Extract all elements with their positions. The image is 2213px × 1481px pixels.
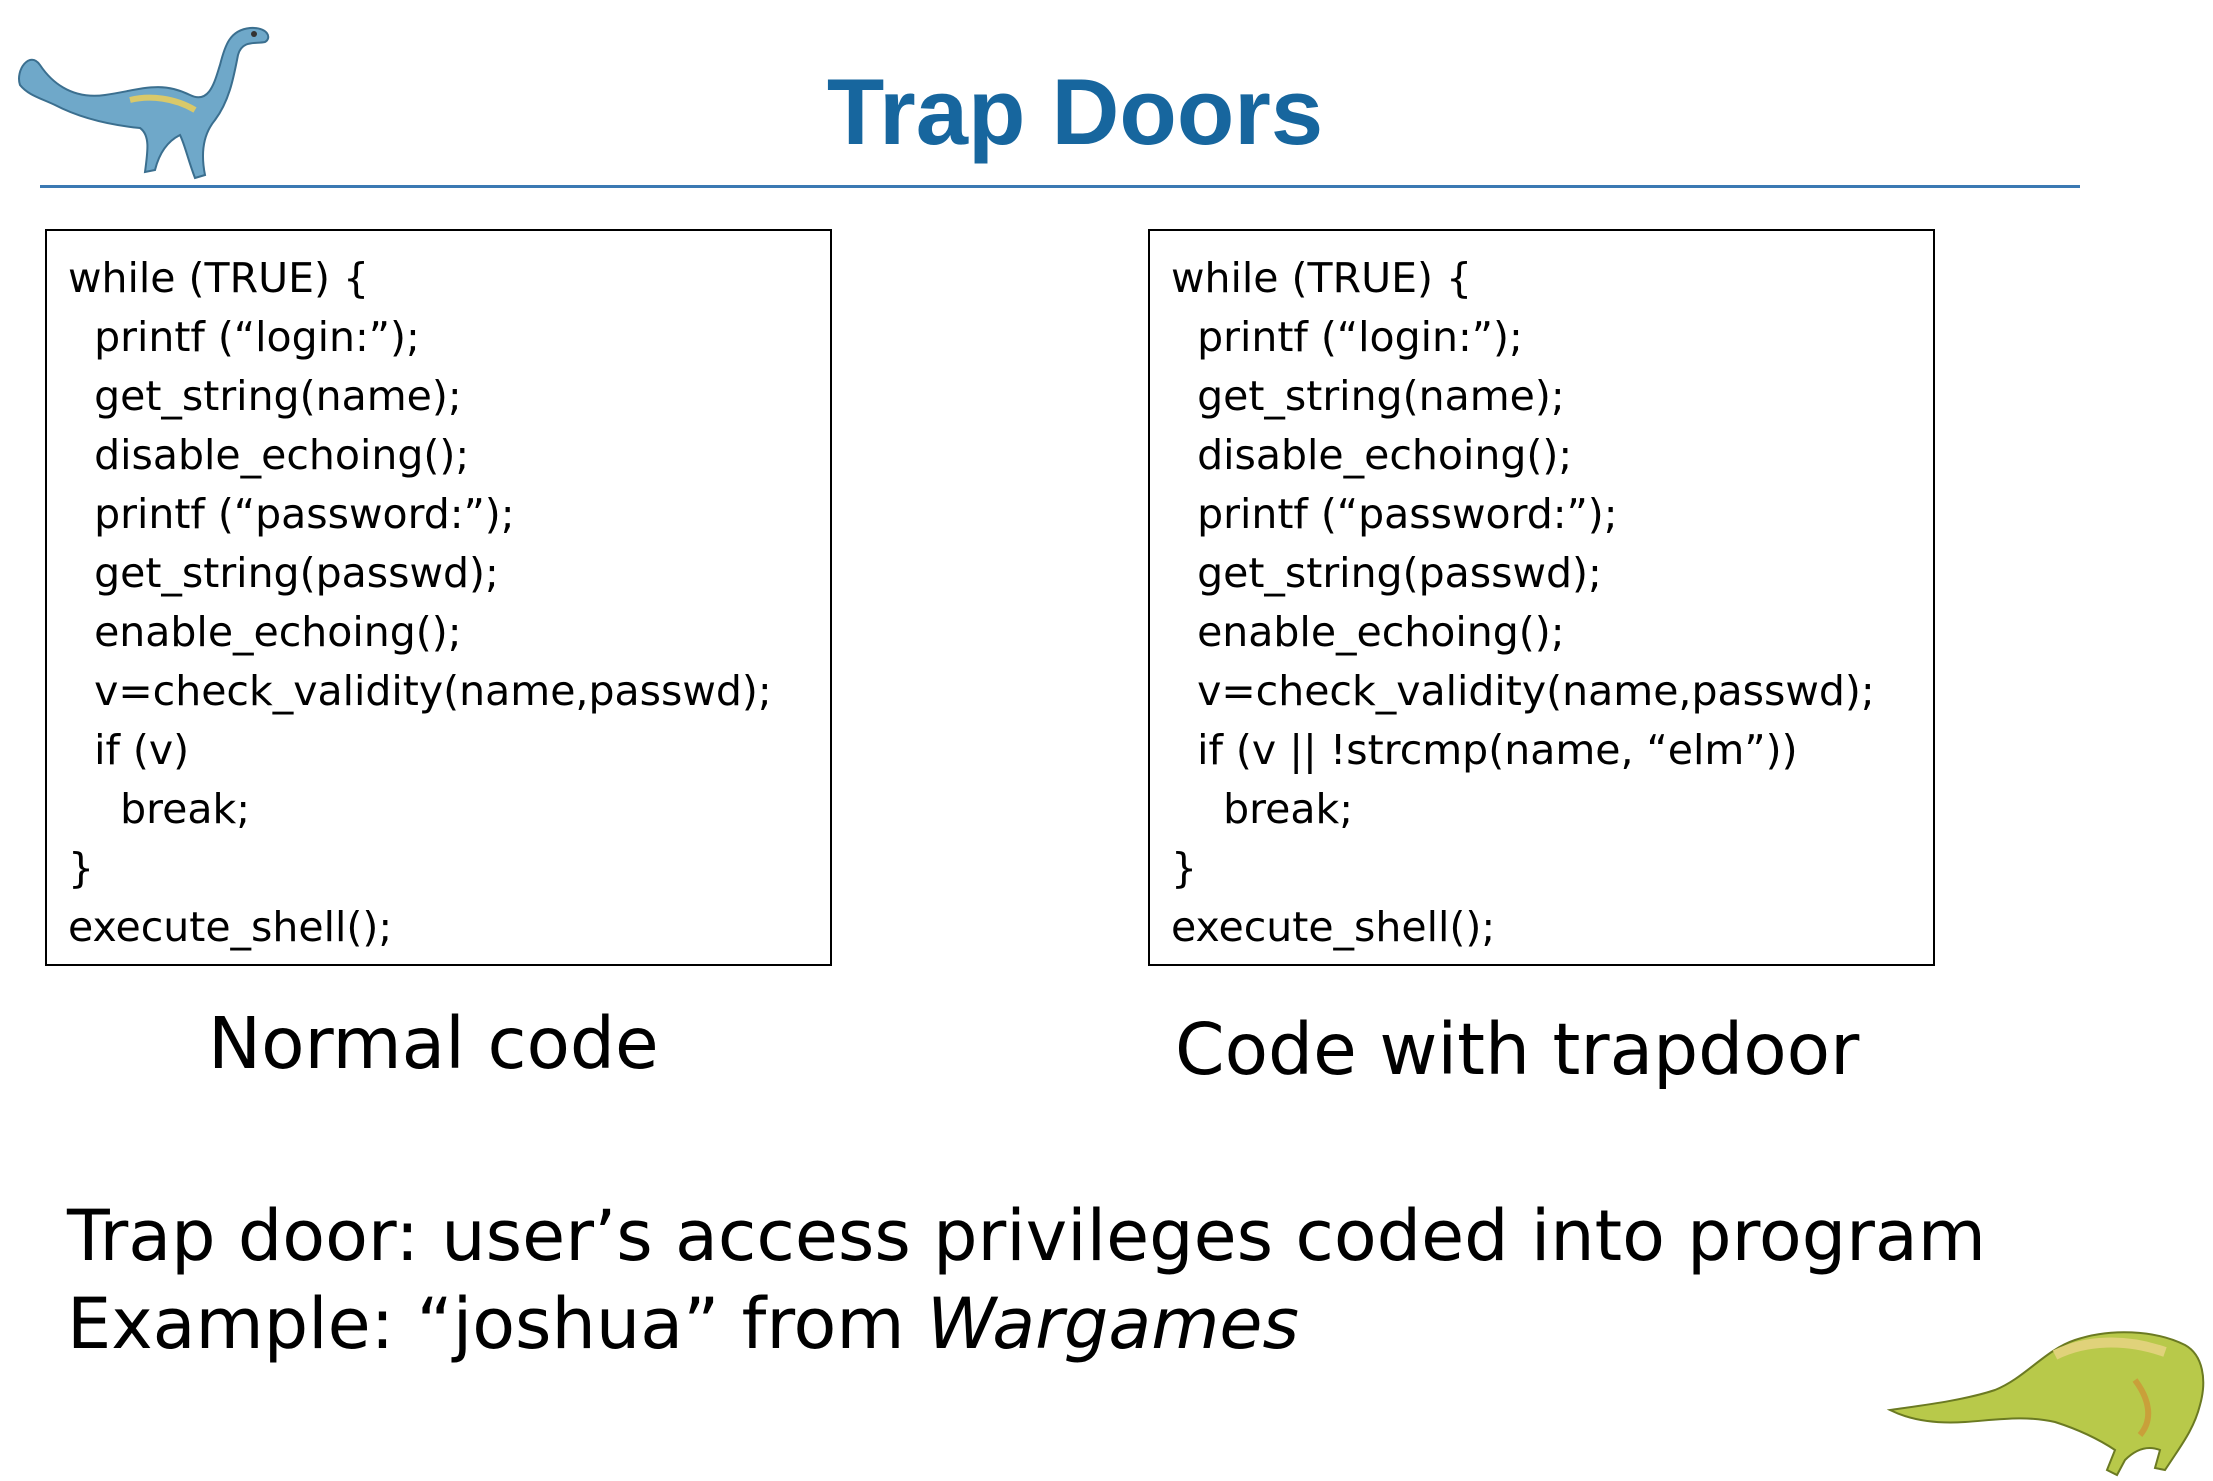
code-line: v=check_validity(name,passwd); xyxy=(1171,667,1875,715)
code-line: get_string(passwd); xyxy=(68,549,499,597)
code-line: printf (“login:”); xyxy=(68,313,420,361)
code-line: get_string(passwd); xyxy=(1171,549,1602,597)
code-line: get_string(name); xyxy=(1171,372,1565,420)
code-line: printf (“password:”); xyxy=(1171,490,1618,538)
code-line: while (TRUE) { xyxy=(1171,254,1473,302)
code-line: disable_echoing(); xyxy=(68,431,470,479)
dinosaur-icon xyxy=(1886,1331,2205,1477)
normal-code-box: while (TRUE) { printf (“login:”); get_st… xyxy=(45,229,832,966)
slide-title: Trap Doors xyxy=(826,59,1324,164)
normal-code-lines: while (TRUE) { printf (“login:”); get_st… xyxy=(68,249,772,957)
code-line: while (TRUE) { xyxy=(68,254,370,302)
code-line: if (v || !strcmp(name, “elm”)) xyxy=(1171,726,1798,774)
code-line: disable_echoing(); xyxy=(1171,431,1573,479)
trapdoor-example: Example: “joshua” from Wargames xyxy=(67,1283,1299,1365)
trapdoor-definition: Trap door: user’s access privileges code… xyxy=(67,1195,1986,1277)
code-line: enable_echoing(); xyxy=(1171,608,1565,656)
code-line: break; xyxy=(1171,785,1354,833)
code-line: break; xyxy=(68,785,251,833)
trapdoor-code-caption: Code with trapdoor xyxy=(1175,1008,1860,1091)
code-line: printf (“login:”); xyxy=(1171,313,1523,361)
code-line: execute_shell(); xyxy=(1171,903,1496,951)
code-line: get_string(name); xyxy=(68,372,462,420)
dinosaur-icon xyxy=(18,26,270,180)
example-title: Wargames xyxy=(926,1283,1299,1365)
code-line: printf (“password:”); xyxy=(68,490,515,538)
code-line: execute_shell(); xyxy=(68,903,393,951)
title-divider xyxy=(40,185,2080,188)
code-line: v=check_validity(name,passwd); xyxy=(68,667,772,715)
code-line: enable_echoing(); xyxy=(68,608,462,656)
trapdoor-code-lines: while (TRUE) { printf (“login:”); get_st… xyxy=(1171,249,1875,957)
normal-code-caption: Normal code xyxy=(208,1002,659,1085)
code-line: } xyxy=(1171,844,1198,892)
code-line: } xyxy=(68,844,95,892)
example-text: Example: “joshua” from xyxy=(67,1283,927,1365)
trapdoor-code-box: while (TRUE) { printf (“login:”); get_st… xyxy=(1148,229,1935,966)
code-line: if (v) xyxy=(68,726,190,774)
